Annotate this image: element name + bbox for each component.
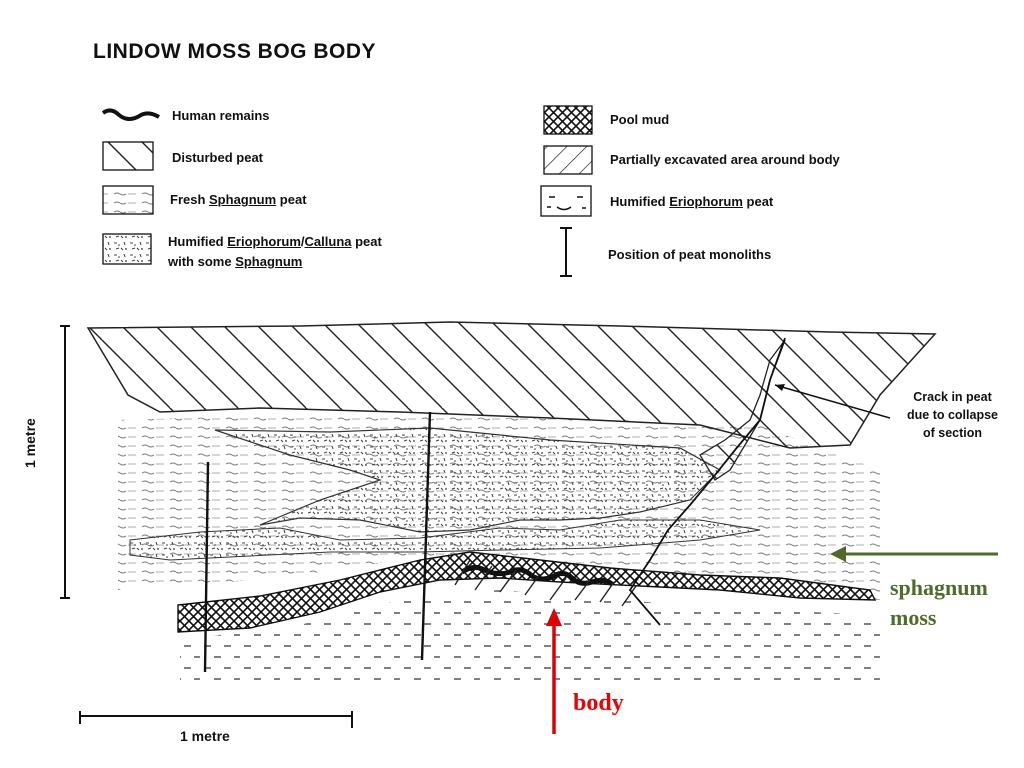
disturbed-peat-layer	[86, 321, 937, 449]
horizontal-scale-bar	[79, 711, 353, 728]
sphagnum-label-line: sphagnum	[890, 575, 988, 600]
legend-text-underlined: Eriophorum	[227, 234, 301, 249]
humified-eriophorum-calluna-symbol	[102, 233, 152, 265]
legend-text: with some	[168, 254, 236, 269]
legend-fresh-sphagnum: Fresh Sphagnum peat	[170, 190, 307, 210]
crack-pointer	[774, 384, 891, 419]
pool-mud-symbol	[543, 105, 593, 135]
crack-wedge	[699, 339, 786, 481]
crack-annotation-line: of section	[922, 426, 983, 440]
crack-line	[628, 337, 786, 626]
pool-mud-layer	[177, 551, 877, 633]
legend-text: /	[300, 234, 305, 249]
legend-text-underlined: Eriophorum	[669, 194, 743, 209]
crack-annotation-line: Crack in peat	[913, 390, 992, 404]
humified-eriophorum-calluna-layer	[214, 427, 721, 533]
excavated-hatching	[454, 559, 637, 607]
legend-partially-excavated: Partially excavated area around body	[610, 152, 840, 167]
horizontal-scale-label: 1 metre	[180, 728, 230, 744]
legend-humified-eriophorum-calluna: Humified Eriophorum/Calluna peat with so…	[168, 232, 382, 272]
crack-annotation-line: due to collapse	[907, 408, 998, 422]
human-remains-symbol	[101, 108, 161, 121]
legend-humified-eriophorum: Humified Eriophorum peat	[610, 192, 773, 212]
monolith-2	[420, 411, 432, 661]
legend-text: Humified	[610, 194, 670, 209]
legend-text: peat	[276, 192, 307, 207]
legend-disturbed-peat: Disturbed peat	[172, 150, 264, 165]
legend-text: Humified	[168, 234, 228, 249]
sphagnum-moss-label: sphagnum moss	[890, 573, 988, 633]
diagram-title: LINDOW MOSS BOG BODY	[93, 40, 376, 63]
legend-pool-mud: Pool mud	[610, 112, 670, 127]
humified-eriophorum-symbol	[540, 185, 592, 217]
vertical-scale-label: 1 metre	[22, 418, 38, 468]
partially-excavated-symbol	[543, 145, 593, 175]
monolith-symbol	[560, 227, 572, 277]
sphagnum-arrow	[830, 546, 998, 562]
legend-text: peat	[351, 234, 382, 249]
humified-eriophorum-layer	[180, 590, 880, 680]
legend-text-underlined: Sphagnum	[209, 192, 277, 207]
legend-text: Fresh	[170, 192, 210, 207]
legend-text-underlined: Calluna	[304, 234, 352, 249]
sphagnum-label-line: moss	[890, 605, 937, 630]
legend-monoliths: Position of peat monoliths	[608, 247, 772, 262]
crack-annotation: Crack in peat due to collapse of section	[885, 388, 1020, 442]
fresh-sphagnum-symbol	[102, 185, 154, 215]
legend-text: peat	[742, 194, 774, 209]
legend-text-underlined: Sphagnum	[235, 254, 303, 269]
disturbed-peat-symbol	[102, 141, 154, 171]
body-label: body	[573, 690, 624, 716]
legend-human-remains: Human remains	[172, 108, 270, 123]
vertical-scale-bar	[60, 325, 70, 599]
body-remains	[460, 564, 614, 587]
monolith-1	[203, 461, 210, 673]
body-arrow	[546, 608, 562, 734]
